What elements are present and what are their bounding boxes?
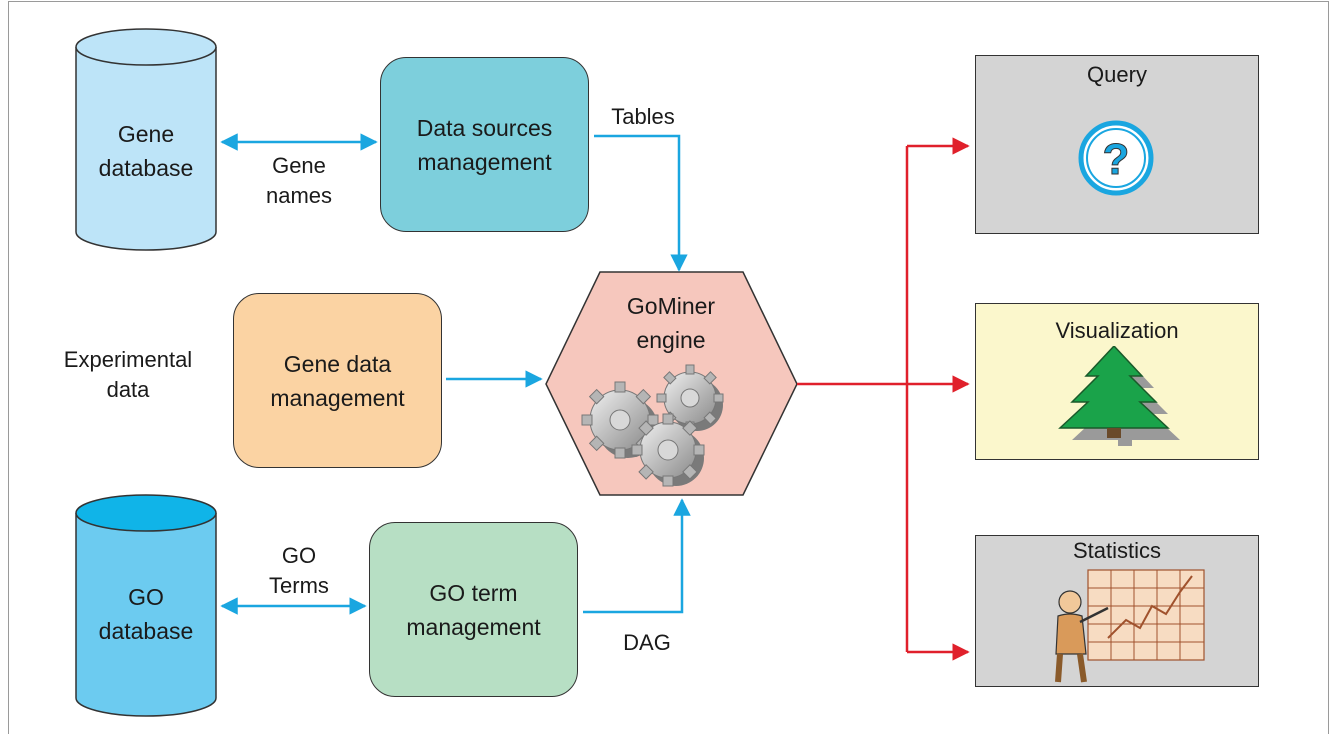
visualization-title: Visualization — [1055, 318, 1179, 343]
blue-connectors — [220, 133, 691, 615]
diagram-frame — [8, 1, 1329, 734]
go-term-management-box: GO term management — [369, 522, 578, 697]
gene-data-management-box: Gene data management — [233, 293, 442, 468]
gene-names-label: Gene names — [265, 153, 333, 208]
question-icon: ? — [1078, 120, 1154, 196]
arrow-tables-to-engine — [594, 134, 688, 272]
gene-database-cylinder — [75, 28, 217, 251]
go-database-cylinder — [75, 494, 217, 717]
query-title: Query — [1087, 62, 1147, 87]
gears-icon — [581, 364, 724, 487]
go-term-management-label: GO term management — [406, 579, 541, 640]
go-database-label: GO database — [98, 584, 194, 644]
tree-icon — [1058, 346, 1180, 446]
data-sources-management-box: Data sources management — [380, 57, 589, 232]
engine-label: GoMiner engine — [626, 293, 716, 353]
red-connectors — [797, 137, 970, 661]
query-panel: Query ? — [975, 55, 1259, 234]
statistics-title: Statistics — [1072, 538, 1162, 563]
visualization-panel: Visualization — [975, 303, 1259, 460]
dag-label: DAG — [623, 630, 671, 655]
experimental-data-label: Experimental data — [63, 347, 193, 402]
data-sources-management-label: Data sources management — [416, 114, 553, 175]
arrow-dag-to-engine — [583, 498, 691, 614]
gene-data-management-label: Gene data management — [270, 350, 405, 411]
tables-label: Tables — [611, 104, 675, 129]
go-terms-label: GO Terms — [269, 543, 329, 598]
gene-database-label: Gene database — [98, 121, 194, 181]
svg-text:?: ? — [1103, 135, 1130, 184]
statistics-panel: Statistics — [975, 535, 1259, 687]
presenter-chart-icon — [1055, 569, 1205, 683]
